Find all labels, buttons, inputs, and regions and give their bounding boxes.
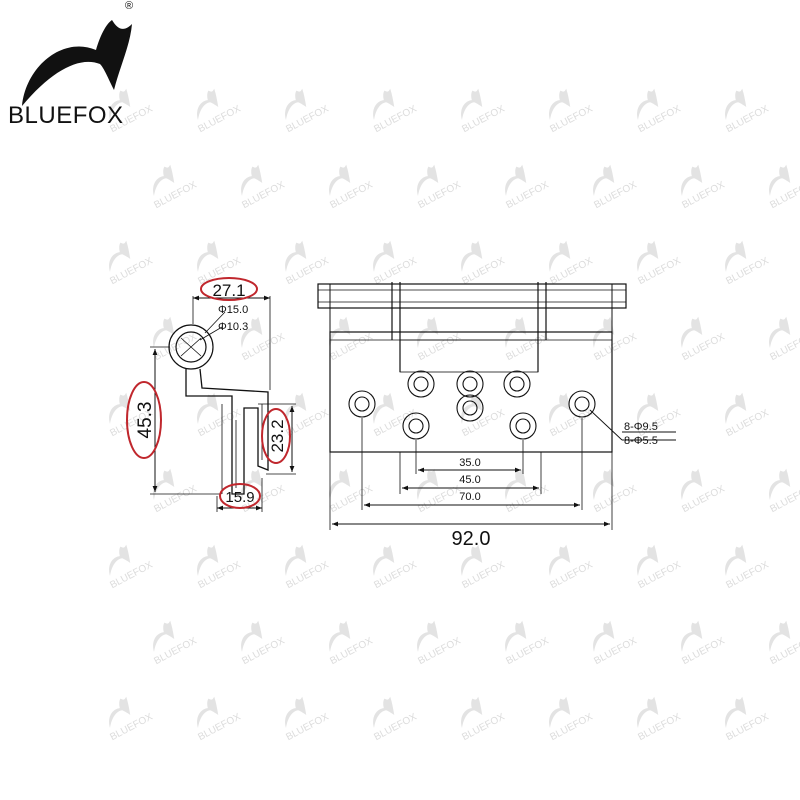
front-view	[317, 282, 627, 453]
hole	[348, 390, 376, 418]
dim-width-top: 27.1	[212, 281, 245, 300]
dim-spacing-middle: 45.0	[459, 474, 480, 486]
hole	[456, 370, 484, 398]
registered-mark: ®	[125, 0, 134, 12]
callout-holes-small: 8-Φ5.5	[624, 435, 658, 447]
dim-overall-length: 92.0	[452, 528, 491, 550]
side-view	[150, 295, 296, 512]
highlight-23-2	[261, 408, 291, 464]
callout-holes-large: 8-Φ9.5	[624, 421, 658, 433]
hinge-profile	[185, 368, 269, 495]
dim-knuckle-inner: Φ10.3	[218, 321, 248, 333]
highlight-15-9	[219, 483, 261, 509]
mounting-holes	[348, 370, 596, 440]
hole	[509, 412, 537, 440]
dim-height-leaf: 23.2	[268, 419, 287, 452]
hole	[402, 412, 430, 440]
hinge-plate	[329, 331, 613, 453]
dim-knuckle-outer: Φ15.0	[218, 304, 248, 316]
hole	[456, 394, 484, 422]
knuckle-barrel	[317, 283, 627, 309]
highlight-27-1	[200, 277, 258, 301]
hole	[503, 370, 531, 398]
bluefox-logo-icon	[22, 20, 132, 106]
brand-name: BLUEFOX	[8, 102, 124, 129]
hole	[407, 370, 435, 398]
dim-width-bottom: 15.9	[225, 489, 254, 506]
dim-spacing-outer: 70.0	[459, 491, 480, 503]
dim-height-total: 45.3	[135, 402, 156, 439]
dimension-highlights	[126, 277, 291, 509]
hole	[568, 390, 596, 418]
dim-spacing-inner: 35.0	[459, 457, 480, 469]
highlight-45-3	[126, 381, 162, 459]
knuckle-inner-circle	[175, 331, 207, 363]
